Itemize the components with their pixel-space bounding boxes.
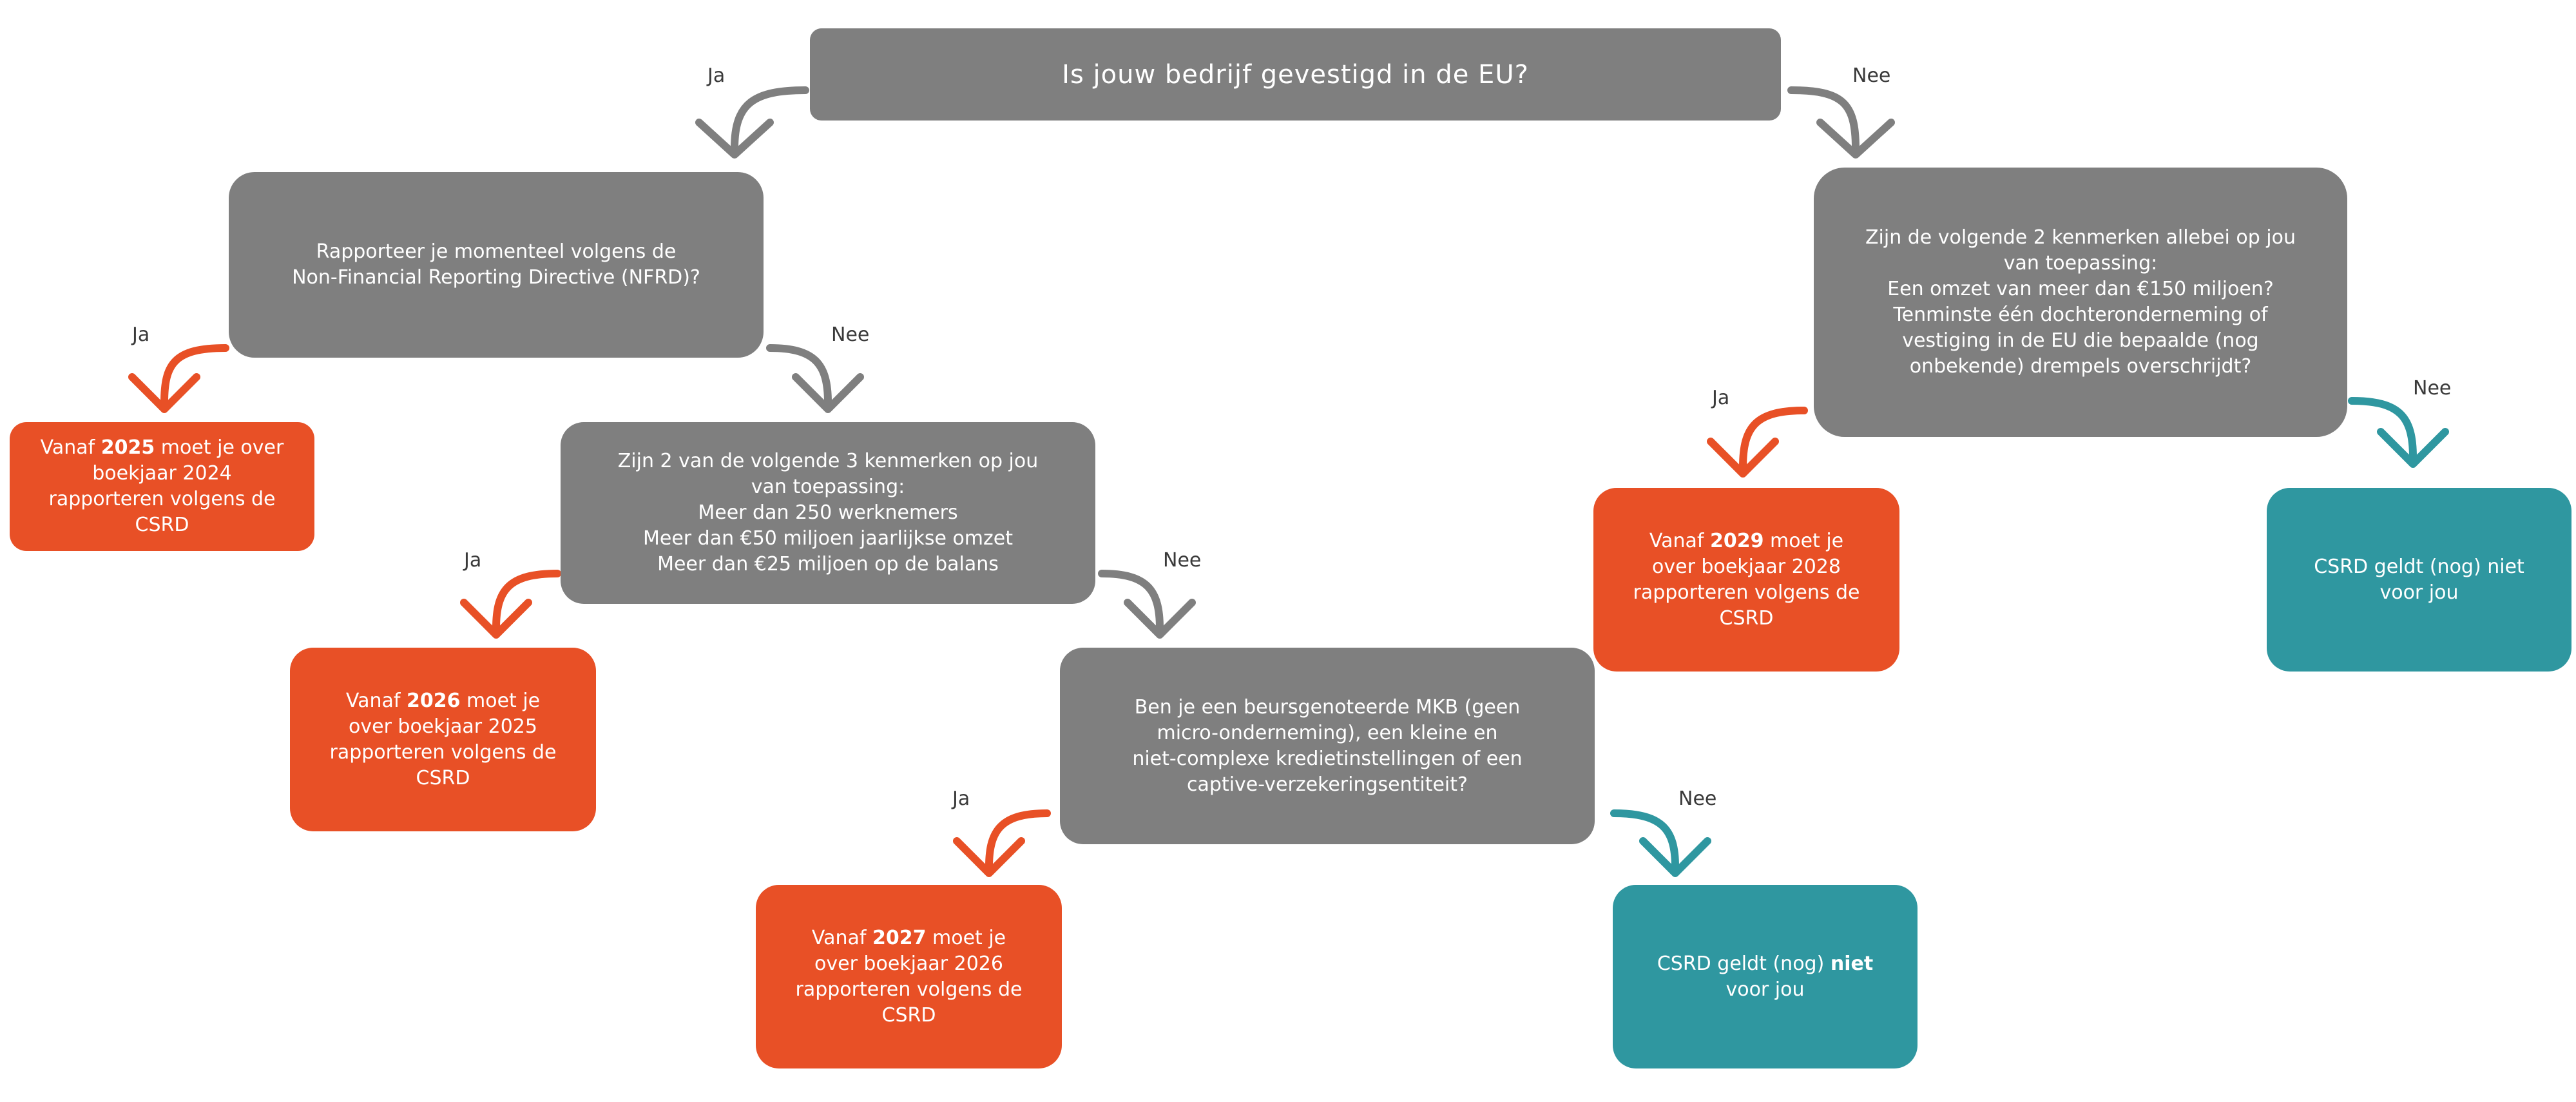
arrow-kenmerken-ja — [492, 570, 561, 632]
question-text: Ben je een beursgenoteerde MKB (geen — [1134, 695, 1521, 719]
outcome-text: Vanaf 2029 moet je — [1649, 529, 1844, 552]
question-text: Rapporteer je momenteel volgens de — [316, 240, 677, 263]
question-text: Zijn 2 van de volgende 3 kenmerken op jo… — [617, 450, 1039, 472]
outcome-text: CSRD geldt (nog) niet — [2314, 555, 2524, 578]
question-eu-text: Is jouw bedrijf gevestigd in de EU? — [1062, 59, 1529, 90]
arrow-nfrd-ja — [160, 344, 229, 407]
arrow-noneu-nee — [2348, 397, 2417, 461]
arrow-noneu-ja — [1739, 407, 1808, 471]
outcome-year: 2026 — [406, 689, 461, 712]
outcome-text: Vanaf 2026 moet je — [345, 689, 541, 712]
outcome-text: voor jou — [2379, 581, 2459, 604]
outcome-text: CSRD geldt (nog) niet — [1657, 952, 1874, 975]
arrow-eu-nee — [1787, 86, 1860, 152]
label-nee: Nee — [1852, 64, 1891, 87]
outcome-niet-van-toepassing: CSRD geldt (nog) niet voor jou — [1613, 885, 1918, 1068]
question-kenmerken: Zijn 2 van de volgende 3 kenmerken op jo… — [561, 422, 1095, 604]
outcome-2027: Vanaf 2027 moet je over boekjaar 2026 ra… — [756, 885, 1062, 1068]
outcome-text: boekjaar 2024 — [92, 462, 232, 485]
outcome-year: 2027 — [872, 926, 927, 949]
outcome-text: over boekjaar 2026 — [814, 952, 1003, 975]
outcome-text: CSRD — [881, 1003, 936, 1027]
outcome-text: CSRD — [135, 514, 189, 536]
outcome-text: voor jou — [1725, 978, 1805, 1001]
arrow-eu-ja — [731, 86, 809, 152]
question-text: niet-complexe kredietinstellingen of een — [1132, 747, 1523, 770]
label-ja: Ja — [952, 788, 970, 810]
arrow-mkb-ja — [985, 809, 1051, 871]
outcome-2026: Vanaf 2026 moet je over boekjaar 2025 ra… — [290, 648, 596, 831]
outcome-text: rapporteren volgens de — [1633, 581, 1860, 604]
question-text: van toepassing: — [2003, 252, 2158, 275]
arrow-mkb-nee — [1610, 809, 1679, 871]
outcome-text: CSRD — [416, 766, 470, 789]
question-criterion: Tenminste één dochteronderneming of — [1893, 304, 2268, 326]
question-criterion: Meer dan 250 werknemers — [698, 501, 958, 524]
label-nee: Nee — [831, 324, 870, 346]
outcome-niet-van-toepassing: CSRD geldt (nog) niet voor jou — [2267, 488, 2571, 672]
arrow-nfrd-nee — [766, 344, 832, 407]
outcome-year: 2025 — [101, 436, 155, 459]
outcome-text: rapporteren volgens de — [329, 740, 557, 764]
label-nee: Nee — [1678, 788, 1717, 810]
question-text: Zijn de volgende 2 kenmerken allebei op … — [1865, 226, 2296, 249]
outcome-2029: Vanaf 2029 moet je over boekjaar 2028 ra… — [1593, 488, 1899, 672]
outcome-text: Vanaf 2025 moet je over — [40, 436, 284, 459]
question-eu: Is jouw bedrijf gevestigd in de EU? — [810, 28, 1781, 121]
outcome-year: 2029 — [1709, 529, 1764, 552]
outcome-text: Vanaf 2027 moet je — [811, 926, 1006, 949]
question-text: Non-Financial Reporting Directive (NFRD)… — [292, 266, 700, 289]
question-mkb: Ben je een beursgenoteerde MKB (geen mic… — [1060, 648, 1595, 844]
label-ja: Ja — [707, 64, 726, 87]
question-non-eu: Zijn de volgende 2 kenmerken allebei op … — [1814, 168, 2347, 437]
outcome-text: CSRD — [1719, 606, 1774, 630]
label-nee: Nee — [2413, 377, 2452, 400]
label-ja: Ja — [464, 549, 482, 572]
question-text: van toepassing: — [751, 476, 905, 498]
label-ja: Ja — [1712, 387, 1730, 409]
question-nfrd: Rapporteer je momenteel volgens de Non-F… — [229, 172, 764, 358]
question-criterion: Meer dan €50 miljoen jaarlijkse omzet — [642, 527, 1013, 550]
question-criterion: vestiging in de EU die bepaalde (nog — [1902, 329, 2259, 352]
question-criterion: onbekende) drempels overschrijdt? — [1909, 355, 2252, 378]
outcome-text: rapporteren volgens de — [795, 978, 1023, 1001]
question-text: captive-verzekeringsentiteit? — [1187, 773, 1468, 796]
outcome-text: over boekjaar 2028 — [1652, 555, 1841, 578]
arrow-kenmerken-nee — [1098, 570, 1164, 632]
question-criterion: Meer dan €25 miljoen op de balans — [657, 553, 999, 575]
outcome-2025: Vanaf 2025 moet je over boekjaar 2024 ra… — [10, 422, 314, 551]
label-nee: Nee — [1163, 549, 1202, 572]
question-text: micro-onderneming), een kleine en — [1157, 721, 1498, 744]
label-ja: Ja — [132, 324, 150, 346]
question-criterion: Een omzet van meer dan €150 miljoen? — [1887, 278, 2274, 300]
outcome-text: rapporteren volgens de — [48, 488, 276, 510]
outcome-text: over boekjaar 2025 — [349, 715, 537, 738]
